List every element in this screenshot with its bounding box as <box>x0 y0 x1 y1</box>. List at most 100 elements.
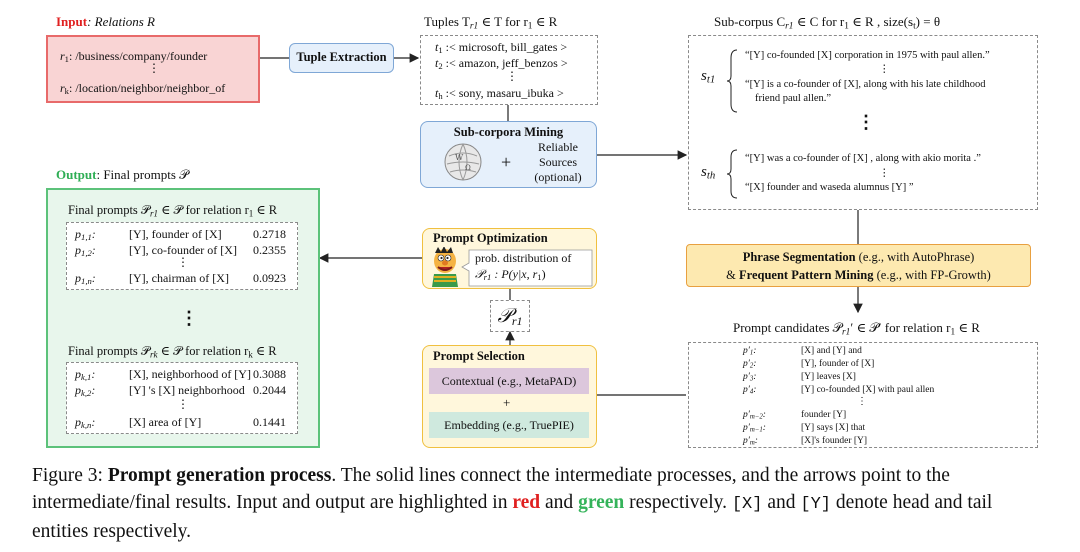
relation-rk: rk: /location/neighbor/neighbor_of <box>60 81 226 97</box>
s-t1-brace <box>727 49 738 113</box>
prompt-id-sub: 1,1 <box>81 232 92 243</box>
candidate-id: p′3: <box>743 372 757 383</box>
prompt-selection-box: Prompt Selection Contextual (e.g., MetaP… <box>422 345 597 448</box>
candidate-row: p′m−1: [Y] says [X] that <box>743 423 865 434</box>
subcorpora-mining-title: Sub-corpora Mining <box>453 125 564 139</box>
candidate-text: [Y] says [X] that <box>801 423 866 433</box>
prompt-id-sub: k,n <box>81 420 92 431</box>
reliable-sources: Reliable Sources (optional) <box>534 140 582 184</box>
candidate-id-sub: m−2 <box>749 413 763 421</box>
prompt-text: [X] area of [Y] <box>129 415 202 429</box>
tuple-extraction-box: Tuple Extraction <box>289 43 394 73</box>
candidate-id-sub: m <box>749 439 755 447</box>
prompt-id-sub: 1,n <box>81 276 92 287</box>
subcorpus-big-vdots: ⋮ <box>857 112 875 132</box>
tuple-extraction-label: Tuple Extraction <box>296 50 387 64</box>
prompt-text: [Y] 's [X] neighborhood <box>129 383 245 397</box>
candidate-id: p′m: <box>743 436 758 447</box>
mining-plus: + <box>501 152 512 172</box>
prompt-vdots: ⋮ <box>177 255 189 269</box>
candidate-row: p′m: [X]'s founder [Y] <box>743 436 867 447</box>
candidate-id: p′4: <box>743 385 757 396</box>
prompt-row: pk,1:[X], neighborhood of [Y]0.3088 <box>75 367 295 382</box>
prompt-score: 0.1441 <box>253 415 286 429</box>
prompt-row: p1,2: [Y], co-founder of [X] 0.2355 <box>75 243 295 258</box>
s-t1-sentence-cont: friend paul allen.” <box>755 93 832 104</box>
subcorpus-heading: Sub-corpus Cr1 ∈ C for r1 ∈ R , size(st)… <box>714 14 941 32</box>
prompt-id-sub: k,1 <box>81 372 92 383</box>
tuple-row: th :< sony, masaru_ibuka > <box>435 86 564 102</box>
candidates-box: p′1: [X] and [Y] and p′2: [Y], founder of [… <box>688 342 1038 448</box>
p-r1-node: 𝒫r1 <box>490 300 530 332</box>
candidate-row: p′2: [Y], founder of [X] <box>743 359 874 370</box>
prompt-text: [X], neighborhood of [Y] <box>129 367 251 381</box>
candidate-text: [X] and [Y] and <box>801 346 862 356</box>
prompt-text: [Y], co-founder of [X] <box>129 243 237 257</box>
prompt-score: 0.2355 <box>253 243 286 257</box>
candidate-id: p′1: <box>743 346 757 357</box>
subcorpora-mining-box: Sub-corpora Mining W Ω + Reliable Source… <box>420 121 597 188</box>
tuple-row: t1 :< microsoft, bill_gates > <box>435 40 568 56</box>
prompt-id: pk,n: <box>75 415 96 431</box>
s-th-label: sth <box>701 164 716 182</box>
candidate-row: p′3: [Y] leaves [X] <box>743 372 856 383</box>
candidate-text: [Y] leaves [X] <box>801 372 856 382</box>
output-heading: Output: Final prompts 𝒫 <box>56 167 189 182</box>
prompt-id: p1,2: <box>75 243 96 259</box>
candidate-id-sub: 1 <box>749 349 754 357</box>
candidate-id: p′m−2: <box>743 410 766 421</box>
phrase-line-1: Phrase Segmentation (e.g., with AutoPhra… <box>742 250 975 264</box>
prompt-optimization-box: Prompt Optimization prob. distribution o… <box>422 228 597 289</box>
candidate-vdots: ⋮ <box>857 396 867 407</box>
candidate-row: p′1: [X] and [Y] and <box>743 346 862 357</box>
prompt-id: p1,n: <box>75 271 96 287</box>
s-t1-label: st1 <box>701 68 716 86</box>
candidate-id-sub: m−1 <box>749 426 763 434</box>
prompt-id-sub: 1,2 <box>81 248 92 259</box>
wikipedia-globe-icon: W Ω <box>444 143 482 181</box>
relation-ellipsis: ⋮ <box>148 61 160 75</box>
candidate-text: [X]'s founder [Y] <box>801 436 868 446</box>
prompt-score: 0.3088 <box>253 367 286 381</box>
contextual-option: Contextual (e.g., MetaPAD) <box>429 368 589 394</box>
prompt-score: 0.2718 <box>253 227 286 241</box>
candidate-id: p′2: <box>743 359 757 370</box>
prompt-text: [Y], founder of [X] <box>129 227 222 241</box>
prompt-selection-title: Prompt Selection <box>433 349 525 363</box>
candidate-text: [Y] co-founded [X] with paul allen <box>801 385 935 395</box>
output-prompts-box: Final prompts 𝒫r1 ∈ 𝒫 for relation r1 ∈ … <box>46 188 320 448</box>
output-big-vdots: ⋮ <box>180 308 198 328</box>
tuples-box: t1 :< microsoft, bill_gates > t2 :< amaz… <box>420 35 598 105</box>
final-prompts-heading-rk: Final prompts 𝒫rk ∈ 𝒫 for relation rk ∈ … <box>68 344 277 360</box>
phrase-line-2: & Frequent Pattern Mining (e.g., with FP… <box>726 268 991 282</box>
prompt-score: 0.0923 <box>253 271 286 285</box>
bert-muppet-icon <box>432 247 458 287</box>
prompt-row: pk,n: [X] area of [Y] 0.1441 <box>75 415 295 430</box>
candidate-id-sub: 3 <box>749 375 754 383</box>
speech-bubble <box>461 249 593 287</box>
candidate-text: [Y], founder of [X] <box>801 359 875 369</box>
prompt-row: p1,n: [Y], chairman of [X] 0.0923 <box>75 271 295 286</box>
s-t1-sentence: “[Y] is a co-founder of [X], along with … <box>745 79 986 90</box>
input-heading: Input: Relations R <box>56 14 155 29</box>
s-t1-vdots: ⋮ <box>879 64 890 75</box>
tuple-row: t2 :< amazon, jeff_benzos > <box>435 56 568 72</box>
candidate-id-sub: 2 <box>749 362 754 370</box>
svg-text:W: W <box>455 153 464 162</box>
prompt-text: [Y], chairman of [X] <box>129 271 229 285</box>
relation-r1: r1: /business/company/founder <box>60 49 208 65</box>
candidate-id: p′m−1: <box>743 423 766 434</box>
final-prompts-heading-r1: Final prompts 𝒫r1 ∈ 𝒫 for relation r1 ∈ … <box>68 203 278 219</box>
embedding-option: Embedding (e.g., TruePIE) <box>429 412 589 438</box>
s-th-vdots: ⋮ <box>879 168 890 179</box>
svg-text:Ω: Ω <box>465 164 471 172</box>
input-relations-box: r1: /business/company/founder ⋮ rk: /loc… <box>46 35 260 103</box>
candidate-row: p′m−2:founder [Y] <box>743 410 846 421</box>
prompt-score: 0.2044 <box>253 383 286 397</box>
tuples-heading: Tuples Tr1 ∈ T for r1 ∈ R <box>424 14 558 32</box>
phrase-segmentation-box: Phrase Segmentation (e.g., with AutoPhra… <box>686 244 1031 287</box>
